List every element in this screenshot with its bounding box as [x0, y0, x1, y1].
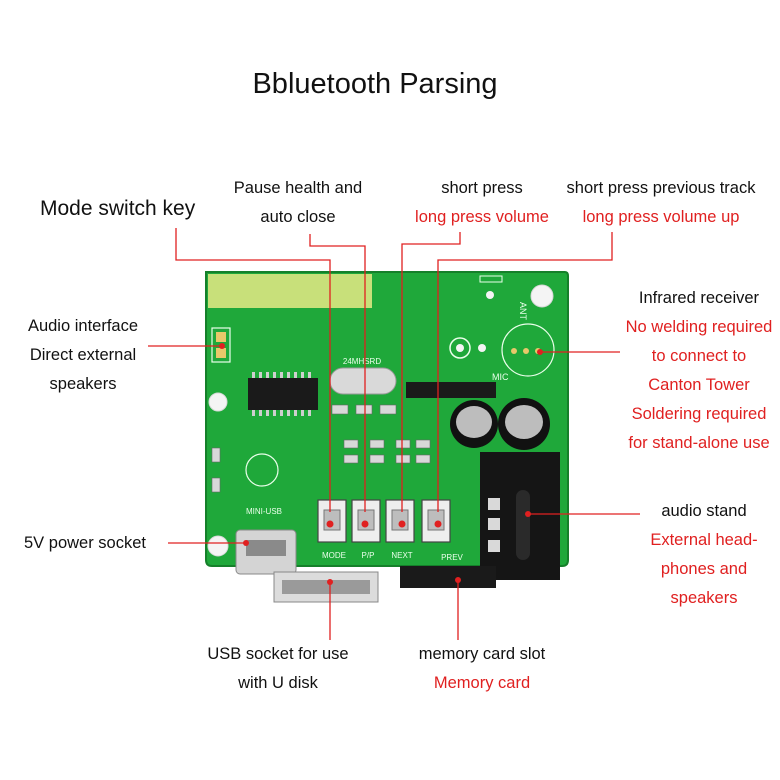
- diagram-title: Bbluetooth Parsing: [252, 68, 498, 100]
- label-prev-short: short press previous track: [566, 179, 756, 197]
- speaker-header: [211, 327, 231, 363]
- label-pause-line1: Pause health and: [233, 179, 363, 197]
- mount-hole-tr: [530, 284, 554, 308]
- label-audio-line2: Direct external: [29, 346, 137, 364]
- label-power: 5V power socket: [24, 534, 146, 552]
- mount-hole-mid: [486, 291, 494, 299]
- label-memory-heading: memory card slot: [418, 645, 546, 663]
- silk-prev: PREV: [441, 553, 463, 562]
- label-ir-red1: No welding required: [625, 318, 773, 336]
- label-ir-red3: Canton Tower: [648, 376, 750, 394]
- mount-hole-bl: [207, 535, 229, 557]
- label-jack-heading: audio stand: [661, 502, 747, 520]
- label-ir-red2: to connect to: [651, 347, 747, 365]
- label-memory: memory card slot Memory card: [404, 640, 560, 698]
- memory-card-slot: [400, 566, 496, 588]
- leader-next: [401, 232, 461, 512]
- silk-ant: ANT: [518, 302, 528, 321]
- mount-hole-tl: [208, 392, 228, 412]
- silk-mic: MIC: [492, 372, 509, 382]
- silk-mini-usb: MINI-USB: [246, 507, 282, 516]
- silk-next: NEXT: [391, 551, 412, 560]
- silk-pp: P/P: [362, 551, 375, 560]
- pp-button: [351, 499, 381, 543]
- pcb-board: [205, 271, 569, 567]
- label-audio-line3: speakers: [49, 375, 117, 393]
- silk-mode: MODE: [322, 551, 346, 560]
- label-ir-red4: Soldering required: [631, 405, 767, 423]
- label-ir-red5: for stand-alone use: [628, 434, 770, 452]
- label-jack-red1: External head-: [650, 531, 758, 549]
- label-usb: USB socket for use with U disk: [198, 640, 358, 698]
- label-pause: Pause health and auto close: [222, 174, 374, 232]
- label-audio-line1: Audio interface: [27, 317, 139, 335]
- label-memory-red: Memory card: [433, 674, 531, 692]
- label-next-short: short press: [441, 179, 523, 197]
- label-audio-interface: Audio interface Direct external speakers: [18, 312, 148, 399]
- leader-mode: [175, 228, 331, 512]
- label-pause-line2: auto close: [260, 208, 336, 226]
- label-next-long: long press volume: [415, 208, 549, 226]
- pin-header: [406, 382, 496, 398]
- ir-footprint: [501, 323, 555, 377]
- buttons-row: [317, 499, 451, 543]
- label-usb-line2: with U disk: [238, 674, 318, 692]
- label-prev: short press previous track long press vo…: [556, 174, 766, 232]
- main-chip: [248, 378, 318, 410]
- silk-crystal: 24MHSRD: [343, 357, 381, 366]
- crystal: [329, 367, 397, 395]
- label-prev-long: long press volume up: [582, 208, 740, 226]
- leader-prev: [437, 232, 613, 512]
- antenna-pad: [208, 274, 372, 308]
- label-mode-switch: Mode switch key: [40, 197, 196, 220]
- label-audio-stand: audio stand External head- phones and sp…: [630, 497, 778, 613]
- mode-button: [317, 499, 347, 543]
- label-next: short press long press volume: [402, 174, 562, 232]
- label-ir-heading: Infrared receiver: [638, 289, 760, 307]
- label-jack-red3: speakers: [670, 589, 738, 607]
- label-usb-line1: USB socket for use: [207, 645, 349, 663]
- label-jack-red2: phones and: [660, 560, 748, 578]
- label-infrared: Infrared receiver No welding required to…: [616, 284, 780, 458]
- leader-pause: [309, 234, 366, 512]
- capacitor-footprint: [245, 453, 279, 487]
